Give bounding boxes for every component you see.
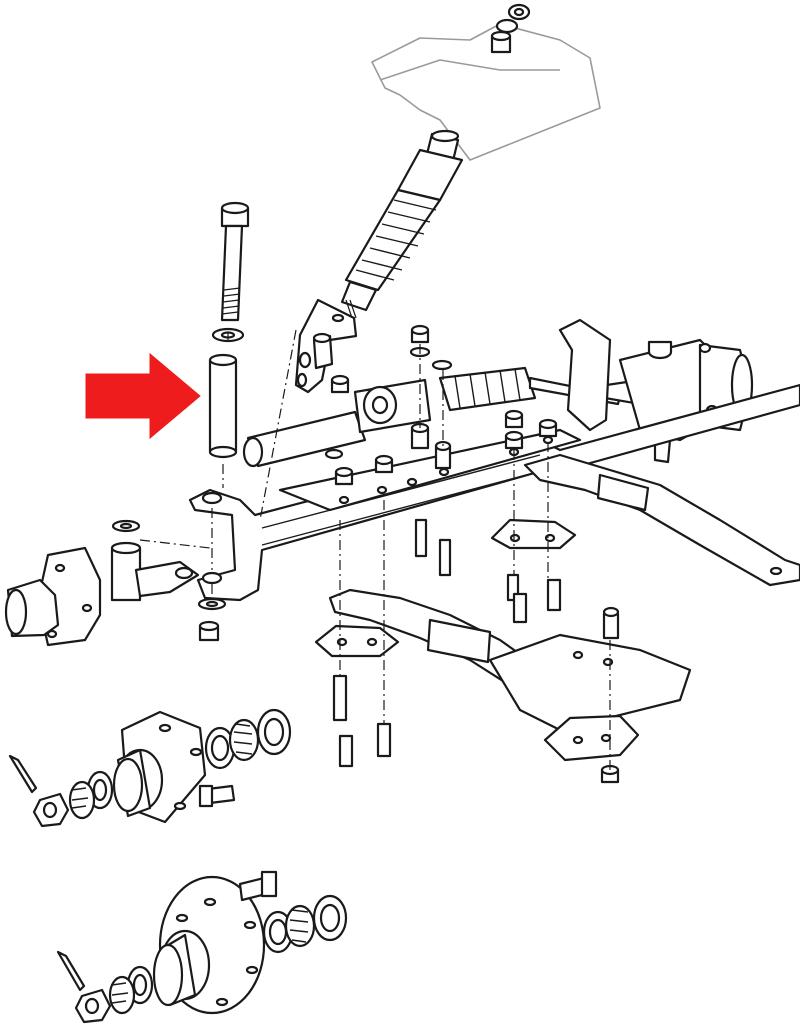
left-hub (4, 546, 102, 647)
front-axle-beam (188, 383, 800, 602)
steering-column (340, 129, 464, 319)
hub-bearings-1 (8, 708, 292, 828)
rear-plate (488, 633, 692, 732)
hub-bearings-2 (56, 870, 348, 1024)
steering-bracket (294, 298, 358, 394)
spacer-tube (208, 353, 238, 459)
spring-clamp-rear (543, 714, 640, 762)
assembly-lines (139, 329, 611, 770)
kingpin-lower-hardware (124, 522, 227, 642)
spring-clamp-right (490, 518, 577, 550)
hub-assembly-disc (152, 875, 266, 1015)
kingpin-bolt (220, 201, 250, 322)
spring-clamp-left (314, 624, 400, 658)
axle-mount-plate (278, 428, 582, 512)
leaf-spring-upper (523, 453, 800, 587)
hub-assembly-drum (112, 710, 207, 824)
left-spindle (110, 519, 200, 602)
arrow-right-icon (85, 352, 201, 440)
floor-panel-upper (371, 23, 601, 161)
u-bolts (332, 518, 620, 784)
column-top-nut (490, 3, 531, 54)
